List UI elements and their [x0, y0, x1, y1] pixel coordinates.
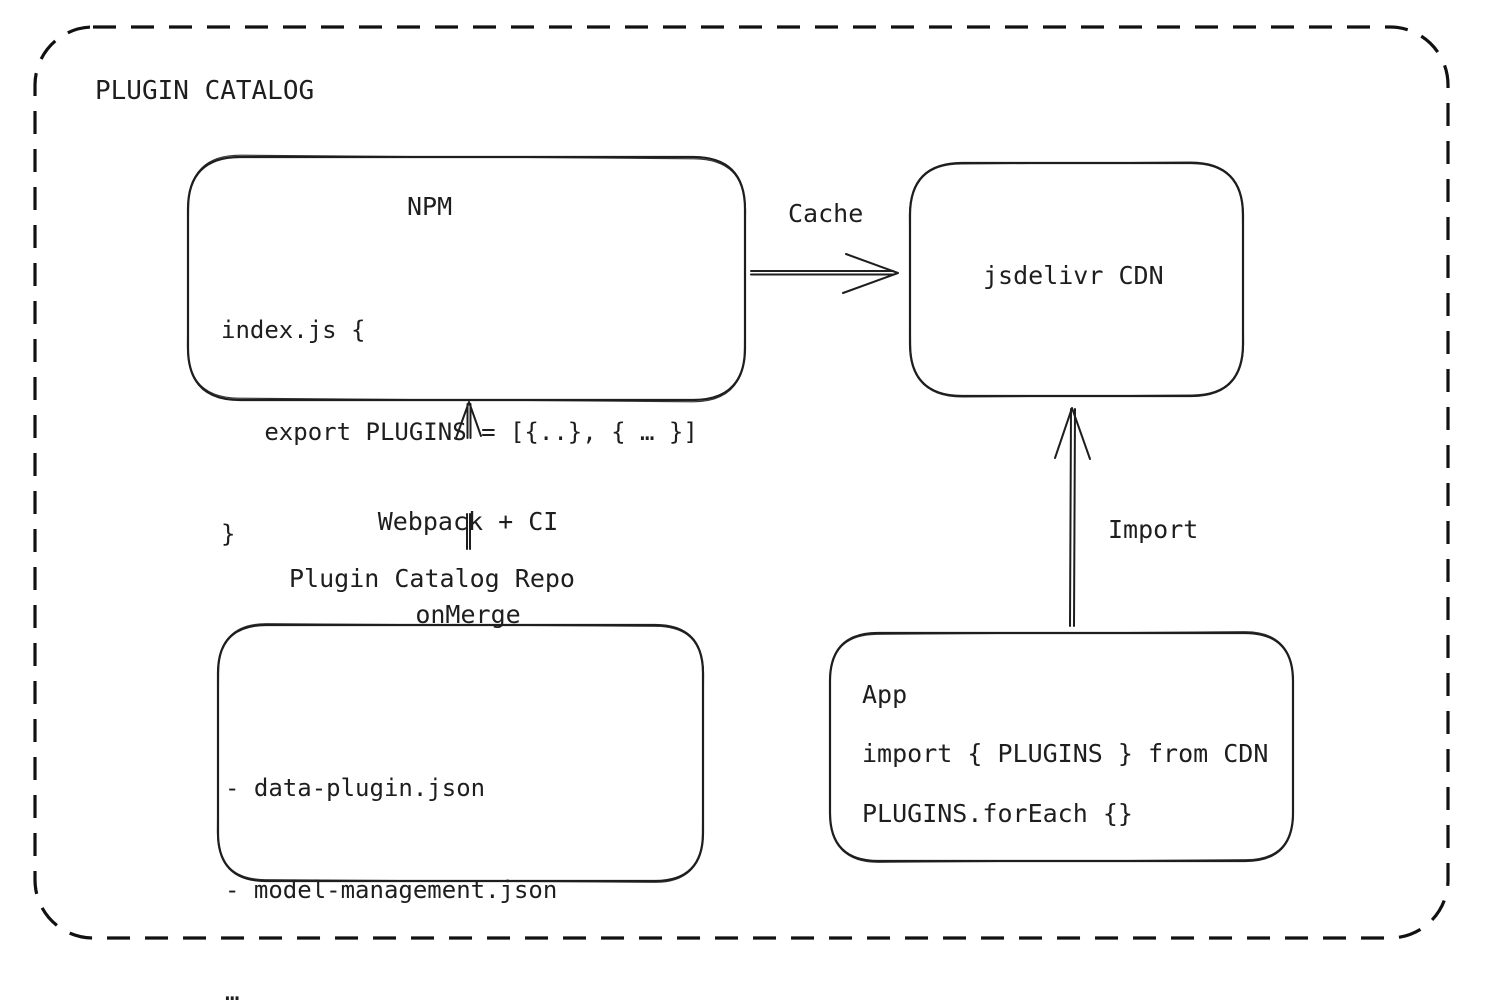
repo-file-item: …	[225, 978, 240, 1002]
build-arrow-label-line1: Webpack + CI	[377, 507, 559, 536]
npm-box-title: NPM	[407, 192, 453, 221]
build-arrow-label: Webpack + CI onMerge	[318, 444, 618, 692]
repo-box-title: Plugin Catalog Repo	[289, 564, 575, 593]
cache-arrow	[750, 253, 899, 294]
npm-code-line: export PLUGINS = [{..}, { … }]	[221, 418, 698, 446]
npm-code-line: index.js {	[221, 316, 366, 344]
cdn-box	[908, 161, 1245, 398]
build-arrow-label-line2: onMerge	[415, 600, 521, 629]
repo-file-item: - model-management.json	[225, 876, 558, 904]
app-code-line: PLUGINS.forEach {}	[862, 799, 1133, 828]
app-box	[828, 631, 1295, 863]
repo-file-item: - data-plugin.json	[225, 774, 486, 802]
import-arrow	[1054, 407, 1091, 627]
cdn-box-title: jsdelivr CDN	[983, 261, 1164, 290]
build-arrow	[455, 401, 482, 550]
app-box-title: App	[862, 680, 908, 709]
repo-box	[216, 623, 705, 883]
npm-code-line: }	[221, 520, 236, 548]
npm-box	[186, 154, 747, 403]
plugin-catalog-group-border	[33, 25, 1450, 940]
diagram-title: PLUGIN CATALOG	[95, 76, 315, 106]
import-arrow-label: Import	[1108, 515, 1199, 544]
npm-code-block: index.js { export PLUGINS = [{..}, { … }…	[221, 245, 698, 619]
app-code-line: import { PLUGINS } from CDN	[862, 739, 1269, 768]
cache-arrow-label: Cache	[788, 199, 864, 228]
repo-file-list: - data-plugin.json - model-management.js…	[225, 703, 557, 1002]
